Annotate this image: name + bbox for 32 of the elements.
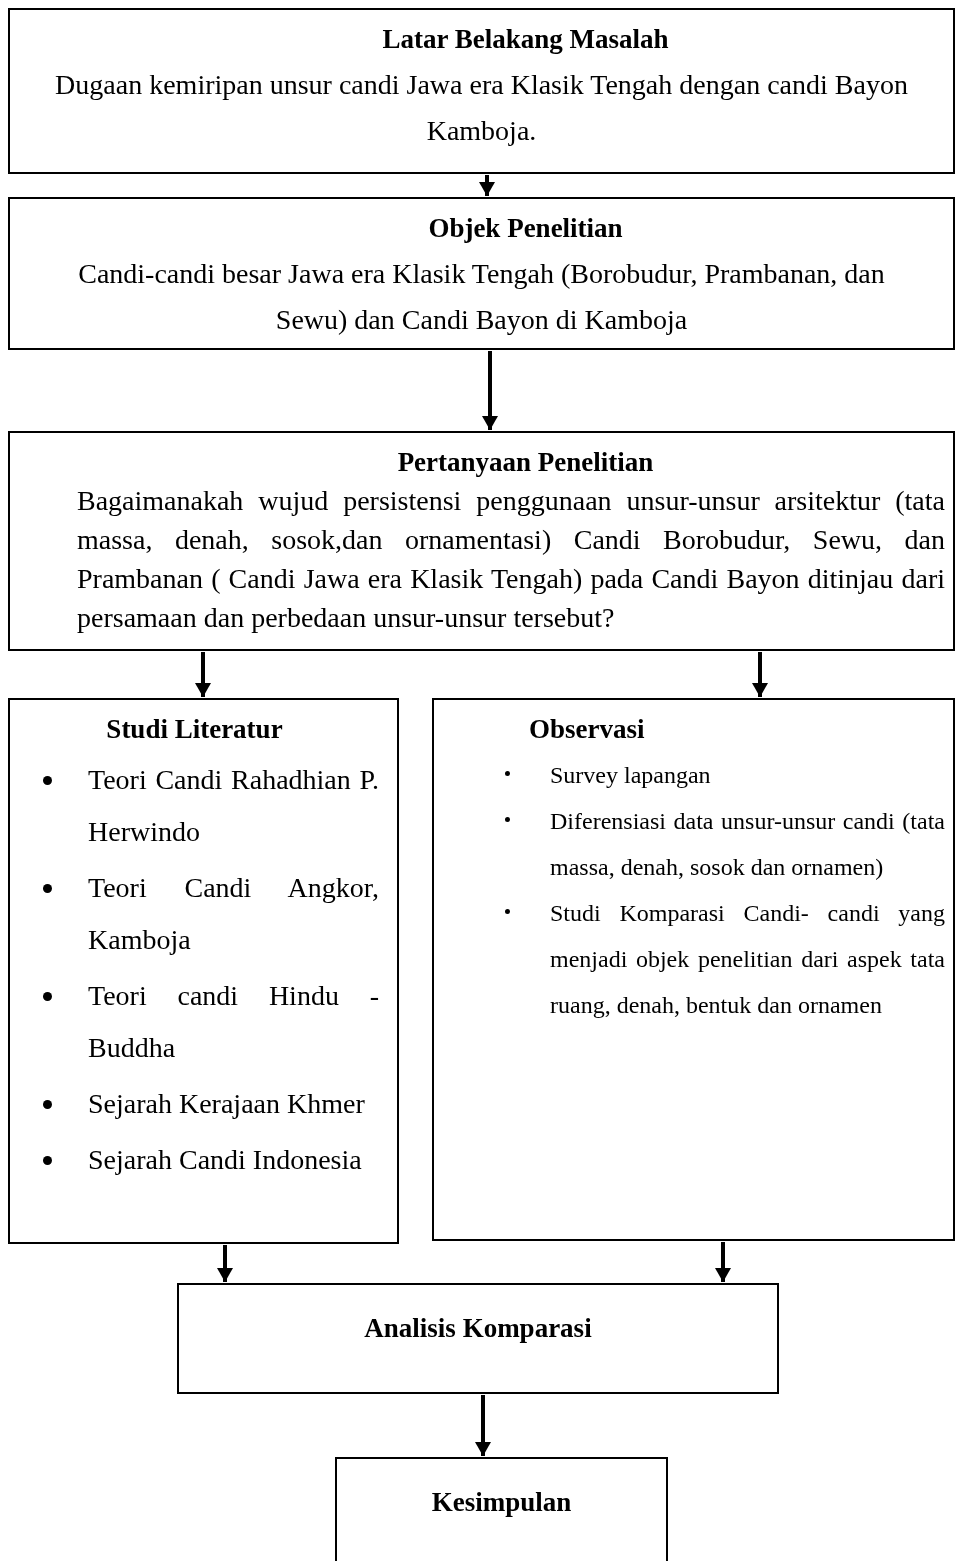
box-text: Bagaimanakah wujud persistensi penggunaan unsur-unsur arsitektur (tata massa, denah, sosok,dan ornamentasi) Candi Borobudur, Sewu, dan Prambanan ( Candi Jawa era Klasik Tengah) pada Candi Bayon ditinjau dari persamaan dan perbedaan unsur-unsur tersebut? [76, 484, 946, 635]
box-heading: Pertanyaan Penelitian [396, 446, 655, 479]
arrow [195, 652, 211, 697]
list-item: Sejarah Kerajaan Khmer [88, 1087, 366, 1121]
process-box [8, 197, 955, 350]
list-item: Teori Candi Angkor, Kamboja [88, 871, 379, 957]
list-item: Teori candi Hindu - Buddha [88, 979, 379, 1065]
process-box [8, 8, 955, 174]
list-item: Teori Candi Rahadhian P. Herwindo [88, 763, 379, 849]
box-heading: Studi Literatur [105, 713, 284, 746]
list-item: Sejarah Candi Indonesia [88, 1143, 363, 1177]
box-heading: Observasi [528, 713, 646, 746]
arrow [479, 175, 495, 196]
box-heading: Objek Penelitian [427, 212, 624, 245]
arrow [752, 652, 768, 697]
arrow [217, 1245, 233, 1282]
process-box [432, 698, 955, 1241]
box-heading: Analisis Komparasi [363, 1312, 593, 1345]
arrow [475, 1395, 491, 1456]
process-box [177, 1283, 779, 1394]
process-box [8, 698, 399, 1244]
process-box [335, 1457, 668, 1561]
arrow [715, 1242, 731, 1282]
process-box [8, 431, 955, 651]
box-text: Candi-candi besar Jawa era Klasik Tengah (Borobudur, Prambanan, dan Sewu) dan Candi Bayon di Kamboja [77, 257, 886, 337]
box-heading: Kesimpulan [430, 1486, 573, 1519]
list-item: Diferensiasi data unsur-unsur candi (tata massa, denah, sosok dan ornamen) [550, 807, 945, 882]
box-text: Dugaan kemiripan unsur candi Jawa era Klasik Tengah dengan candi Bayon Kamboja. [54, 68, 909, 148]
list-item: Studi Komparasi Candi- candi yang menjadi objek penelitian dari aspek tata ruang, denah, bentuk dan ornamen [550, 899, 945, 1020]
box-heading: Latar Belakang Masalah [381, 23, 670, 56]
list-item: Survey lapangan [550, 761, 712, 790]
arrow [482, 351, 498, 430]
